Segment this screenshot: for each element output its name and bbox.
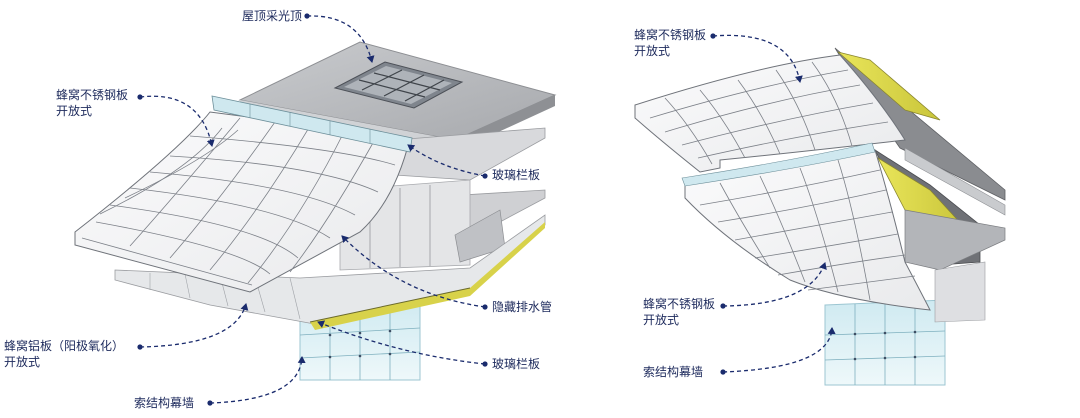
label-cable-curtain-wall-left-text: 索结构幕墙 <box>134 396 195 410</box>
leader-skylight <box>306 15 375 63</box>
label-honeycomb-aluminium-line1: 蜂窝铝板（阳极氧化） <box>4 339 125 353</box>
right-leader-lines <box>712 34 836 373</box>
leader-honeycomb-ss <box>139 95 215 147</box>
label-cable-curtain-wall-left: 索结构幕墙 <box>134 395 194 411</box>
label-cable-curtain-wall-right: 索结构幕墙 <box>643 364 703 380</box>
leader-hidden-drain <box>341 235 486 308</box>
right-leader-dots <box>710 33 726 375</box>
label-glass-balustrade-lower-text: 玻璃栏板 <box>492 357 541 371</box>
label-glass-balustrade-upper: 玻璃栏板 <box>492 167 540 183</box>
label-cable-curtain-wall-right-text: 索结构幕墙 <box>643 365 704 379</box>
left-stainless-canopy <box>74 95 413 293</box>
label-roof-skylight-text: 屋顶采光顶 <box>242 9 303 23</box>
label-honeycomb-stainless-right-bottom-line1: 蜂窝不锈钢板 <box>643 297 716 311</box>
leader-glass-rail-lower <box>317 320 486 365</box>
label-hidden-drain-text: 隐藏排水管 <box>492 300 553 314</box>
right-cable-curtain-wall <box>824 299 946 386</box>
label-honeycomb-stainless-line1: 蜂窝不锈钢板 <box>56 88 129 102</box>
label-honeycomb-stainless-right-bottom-line2: 开放式 <box>643 313 680 327</box>
left-aluminium-soffit <box>114 214 546 330</box>
label-honeycomb-aluminium-line2: 开放式 <box>4 355 41 369</box>
leader-right-cable-wall <box>722 327 836 373</box>
label-glass-balustrade-lower: 玻璃栏板 <box>492 356 540 372</box>
label-hidden-drain: 隐藏排水管 <box>492 299 552 315</box>
left-building-model <box>74 41 557 381</box>
label-honeycomb-stainless-right-bottom: 蜂窝不锈钢板 开放式 <box>643 296 715 328</box>
right-lower-stainless-panel <box>681 142 931 311</box>
label-honeycomb-stainless-right-top: 蜂窝不锈钢板 开放式 <box>634 27 706 59</box>
leader-right-honeycomb-top <box>712 34 803 83</box>
leader-cable-wall <box>209 356 306 404</box>
label-glass-balustrade-upper-text: 玻璃栏板 <box>492 168 541 182</box>
left-leader-lines <box>139 15 486 404</box>
label-honeycomb-stainless-line2: 开放式 <box>56 104 93 118</box>
leader-glass-rail-upper <box>407 144 486 177</box>
right-upper-stainless-panel <box>634 54 906 173</box>
label-honeycomb-stainless-right-top-line1: 蜂窝不锈钢板 <box>634 28 707 42</box>
label-honeycomb-stainless-left: 蜂窝不锈钢板 开放式 <box>56 87 128 119</box>
label-honeycomb-aluminium: 蜂窝铝板（阳极氧化） 开放式 <box>4 338 124 370</box>
right-building-model <box>634 47 1006 386</box>
label-honeycomb-stainless-right-top-line2: 开放式 <box>634 44 671 58</box>
leader-right-honeycomb-bottom <box>722 262 827 307</box>
label-roof-skylight: 屋顶采光顶 <box>242 8 302 24</box>
right-structure <box>834 47 1006 323</box>
left-roof-skylight <box>333 61 464 109</box>
leader-honeycomb-al <box>139 303 249 348</box>
left-leader-dots <box>137 13 488 406</box>
